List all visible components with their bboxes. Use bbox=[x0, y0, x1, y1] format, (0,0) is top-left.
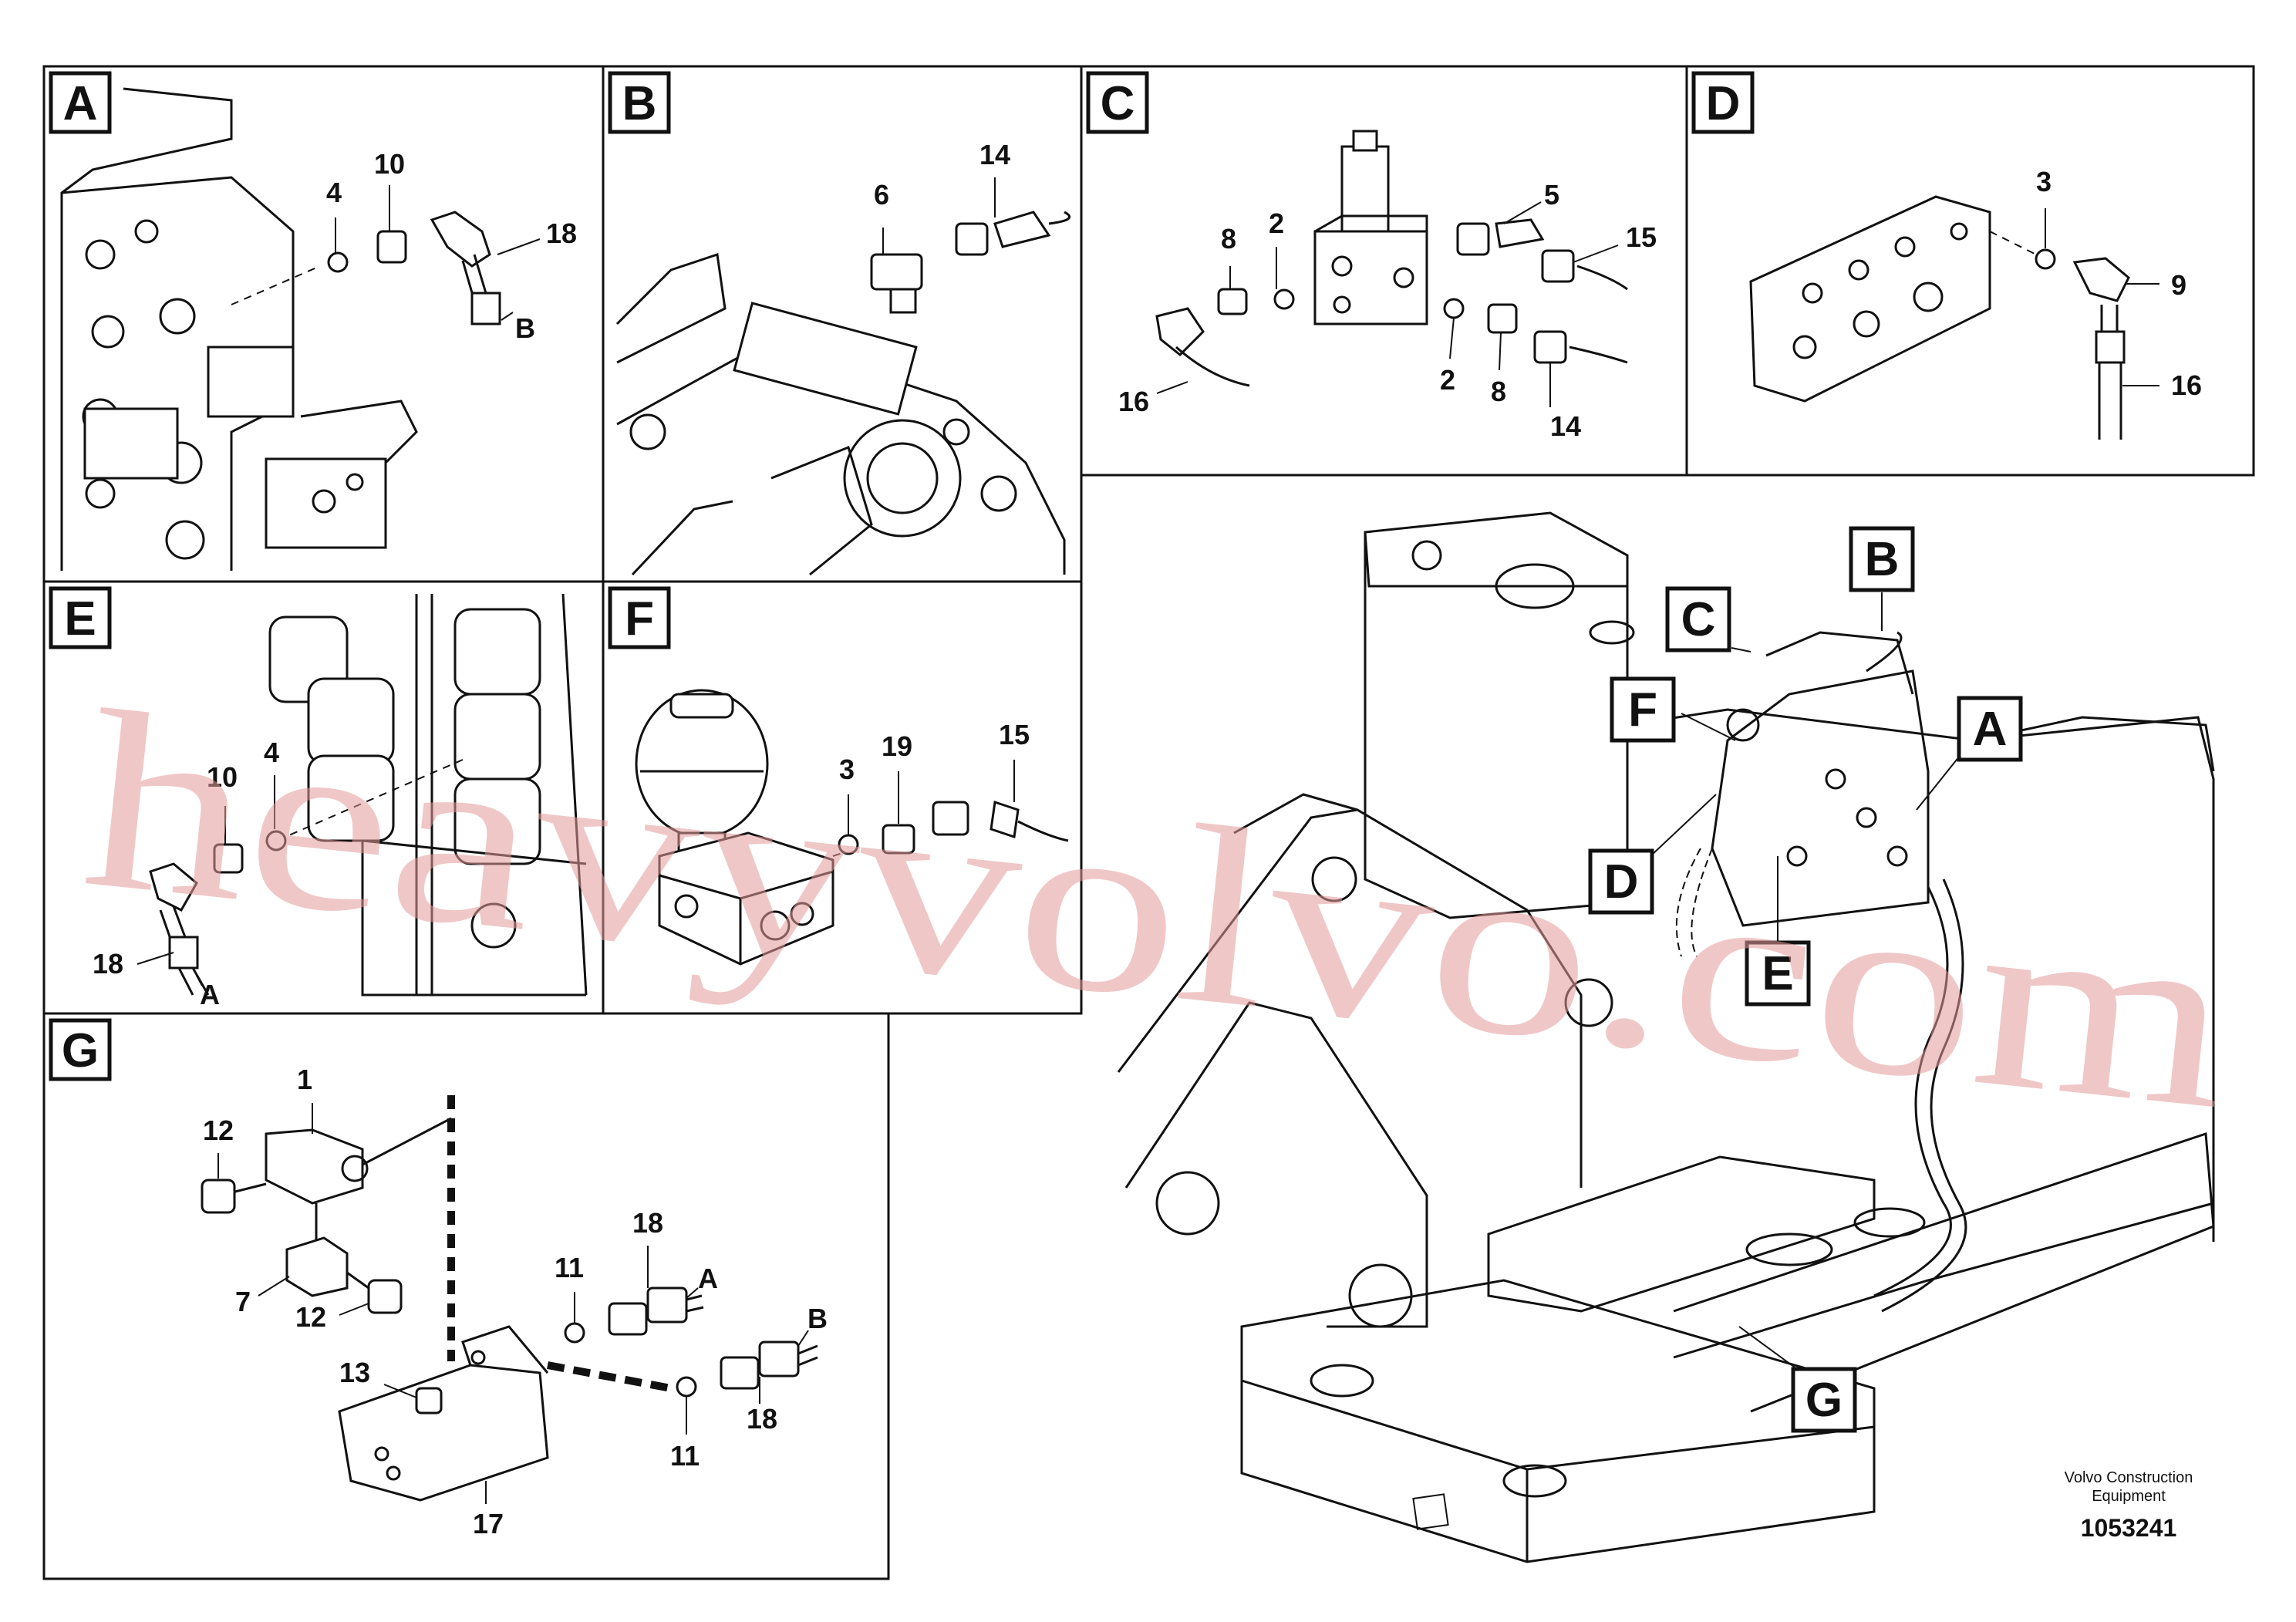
panel-letter-f: F bbox=[608, 586, 671, 649]
svg-text:10: 10 bbox=[374, 148, 405, 180]
overview-label-b: B bbox=[1849, 526, 1915, 631]
overview-label-c: C bbox=[1665, 586, 1752, 653]
svg-text:Equipment: Equipment bbox=[2092, 1488, 2166, 1505]
svg-text:11: 11 bbox=[555, 1252, 584, 1283]
svg-text:9: 9 bbox=[2171, 269, 2186, 301]
svg-text:3: 3 bbox=[2036, 166, 2052, 197]
svg-text:15: 15 bbox=[999, 719, 1030, 750]
svg-text:13: 13 bbox=[339, 1357, 370, 1388]
svg-text:18: 18 bbox=[632, 1207, 663, 1239]
svg-text:Volvo Construction: Volvo Construction bbox=[2065, 1469, 2193, 1486]
svg-text:G: G bbox=[1805, 1374, 1843, 1427]
svg-text:18: 18 bbox=[546, 218, 577, 249]
overview-label-d: D bbox=[1588, 794, 1717, 915]
svg-text:B: B bbox=[807, 1303, 828, 1334]
overview-label-g: G bbox=[1738, 1326, 1857, 1433]
svg-text:4: 4 bbox=[326, 177, 342, 208]
svg-text:3: 3 bbox=[839, 754, 855, 785]
panel-c-callouts: 8 2 5 15 2 8 14 16 bbox=[1118, 179, 1657, 442]
svg-text:B: B bbox=[515, 312, 535, 344]
svg-text:2: 2 bbox=[1440, 364, 1455, 396]
svg-text:G: G bbox=[62, 1024, 99, 1077]
footer-caption: Volvo Construction Equipment 1053241 bbox=[2065, 1469, 2193, 1542]
svg-text:C: C bbox=[1101, 77, 1135, 130]
panel-letter-g: G bbox=[49, 1018, 112, 1081]
svg-text:A: A bbox=[698, 1263, 718, 1294]
svg-text:12: 12 bbox=[203, 1114, 234, 1146]
svg-text:16: 16 bbox=[2171, 369, 2202, 401]
svg-text:1053241: 1053241 bbox=[2081, 1514, 2177, 1542]
svg-text:10: 10 bbox=[207, 761, 238, 793]
panel-g-bracket-fittings-drawing bbox=[201, 1095, 818, 1502]
svg-text:B: B bbox=[1865, 533, 1900, 586]
svg-text:4: 4 bbox=[264, 737, 279, 768]
panel-b-pump-drawing bbox=[615, 211, 1071, 576]
panel-letter-e: E bbox=[49, 586, 112, 649]
svg-text:F: F bbox=[1628, 683, 1657, 737]
svg-text:F: F bbox=[625, 592, 654, 646]
svg-text:2: 2 bbox=[1269, 207, 1284, 239]
svg-text:E: E bbox=[64, 592, 96, 646]
svg-text:B: B bbox=[622, 77, 657, 130]
svg-text:16: 16 bbox=[1118, 386, 1149, 417]
panel-f-accumulator-drawing bbox=[635, 689, 1069, 966]
svg-text:5: 5 bbox=[1544, 179, 1559, 211]
svg-text:A: A bbox=[1973, 703, 2008, 756]
svg-text:7: 7 bbox=[235, 1286, 251, 1317]
svg-text:C: C bbox=[1681, 593, 1716, 646]
svg-text:A: A bbox=[63, 77, 98, 130]
panel-a-callouts: 4 10 18 B bbox=[326, 148, 577, 344]
control-valve-assembly-overview bbox=[1675, 631, 1967, 1313]
panel-frames bbox=[42, 65, 2255, 1580]
panel-letter-a: A bbox=[49, 71, 112, 134]
svg-text:8: 8 bbox=[1221, 223, 1236, 255]
svg-text:17: 17 bbox=[473, 1508, 504, 1539]
svg-text:14: 14 bbox=[979, 139, 1010, 170]
svg-text:15: 15 bbox=[1626, 221, 1657, 253]
panel-d-plate-drawing bbox=[1749, 195, 2130, 440]
svg-text:8: 8 bbox=[1491, 376, 1506, 407]
svg-text:18: 18 bbox=[747, 1403, 777, 1435]
panel-d-callouts: 3 9 16 bbox=[2036, 166, 2202, 401]
panel-letter-d: D bbox=[1691, 71, 1755, 134]
panel-f-callouts: 3 19 15 bbox=[839, 719, 1030, 835]
svg-text:A: A bbox=[200, 979, 220, 1010]
svg-text:12: 12 bbox=[295, 1301, 326, 1333]
overview-label-f: F bbox=[1610, 676, 1736, 743]
svg-text:D: D bbox=[1706, 77, 1741, 130]
panel-g-callouts: 1 12 7 12 13 17 11 18 A 11 18 B bbox=[203, 1064, 828, 1539]
svg-text:6: 6 bbox=[874, 179, 889, 211]
panel-c-valve-drawing bbox=[1155, 130, 1628, 387]
svg-text:D: D bbox=[1604, 855, 1639, 909]
panel-a-valve-block-drawing bbox=[60, 87, 501, 571]
panel-e-callouts: 10 4 18 A bbox=[93, 737, 279, 1010]
machine-frame-overview bbox=[1117, 511, 2215, 1563]
overview-label-e: E bbox=[1745, 856, 1811, 1007]
overview-label-a: A bbox=[1916, 696, 2023, 811]
panel-letter-c: C bbox=[1086, 71, 1149, 134]
panel-b-callouts: 6 14 bbox=[874, 139, 1010, 255]
svg-text:14: 14 bbox=[1550, 410, 1581, 442]
svg-text:19: 19 bbox=[882, 730, 912, 762]
svg-text:18: 18 bbox=[93, 948, 123, 980]
panel-letter-b: B bbox=[608, 71, 671, 134]
svg-text:11: 11 bbox=[670, 1440, 700, 1472]
svg-text:E: E bbox=[1762, 947, 1793, 1000]
panel-e-solenoid-valve-drawing bbox=[149, 593, 588, 996]
svg-text:1: 1 bbox=[297, 1064, 312, 1095]
